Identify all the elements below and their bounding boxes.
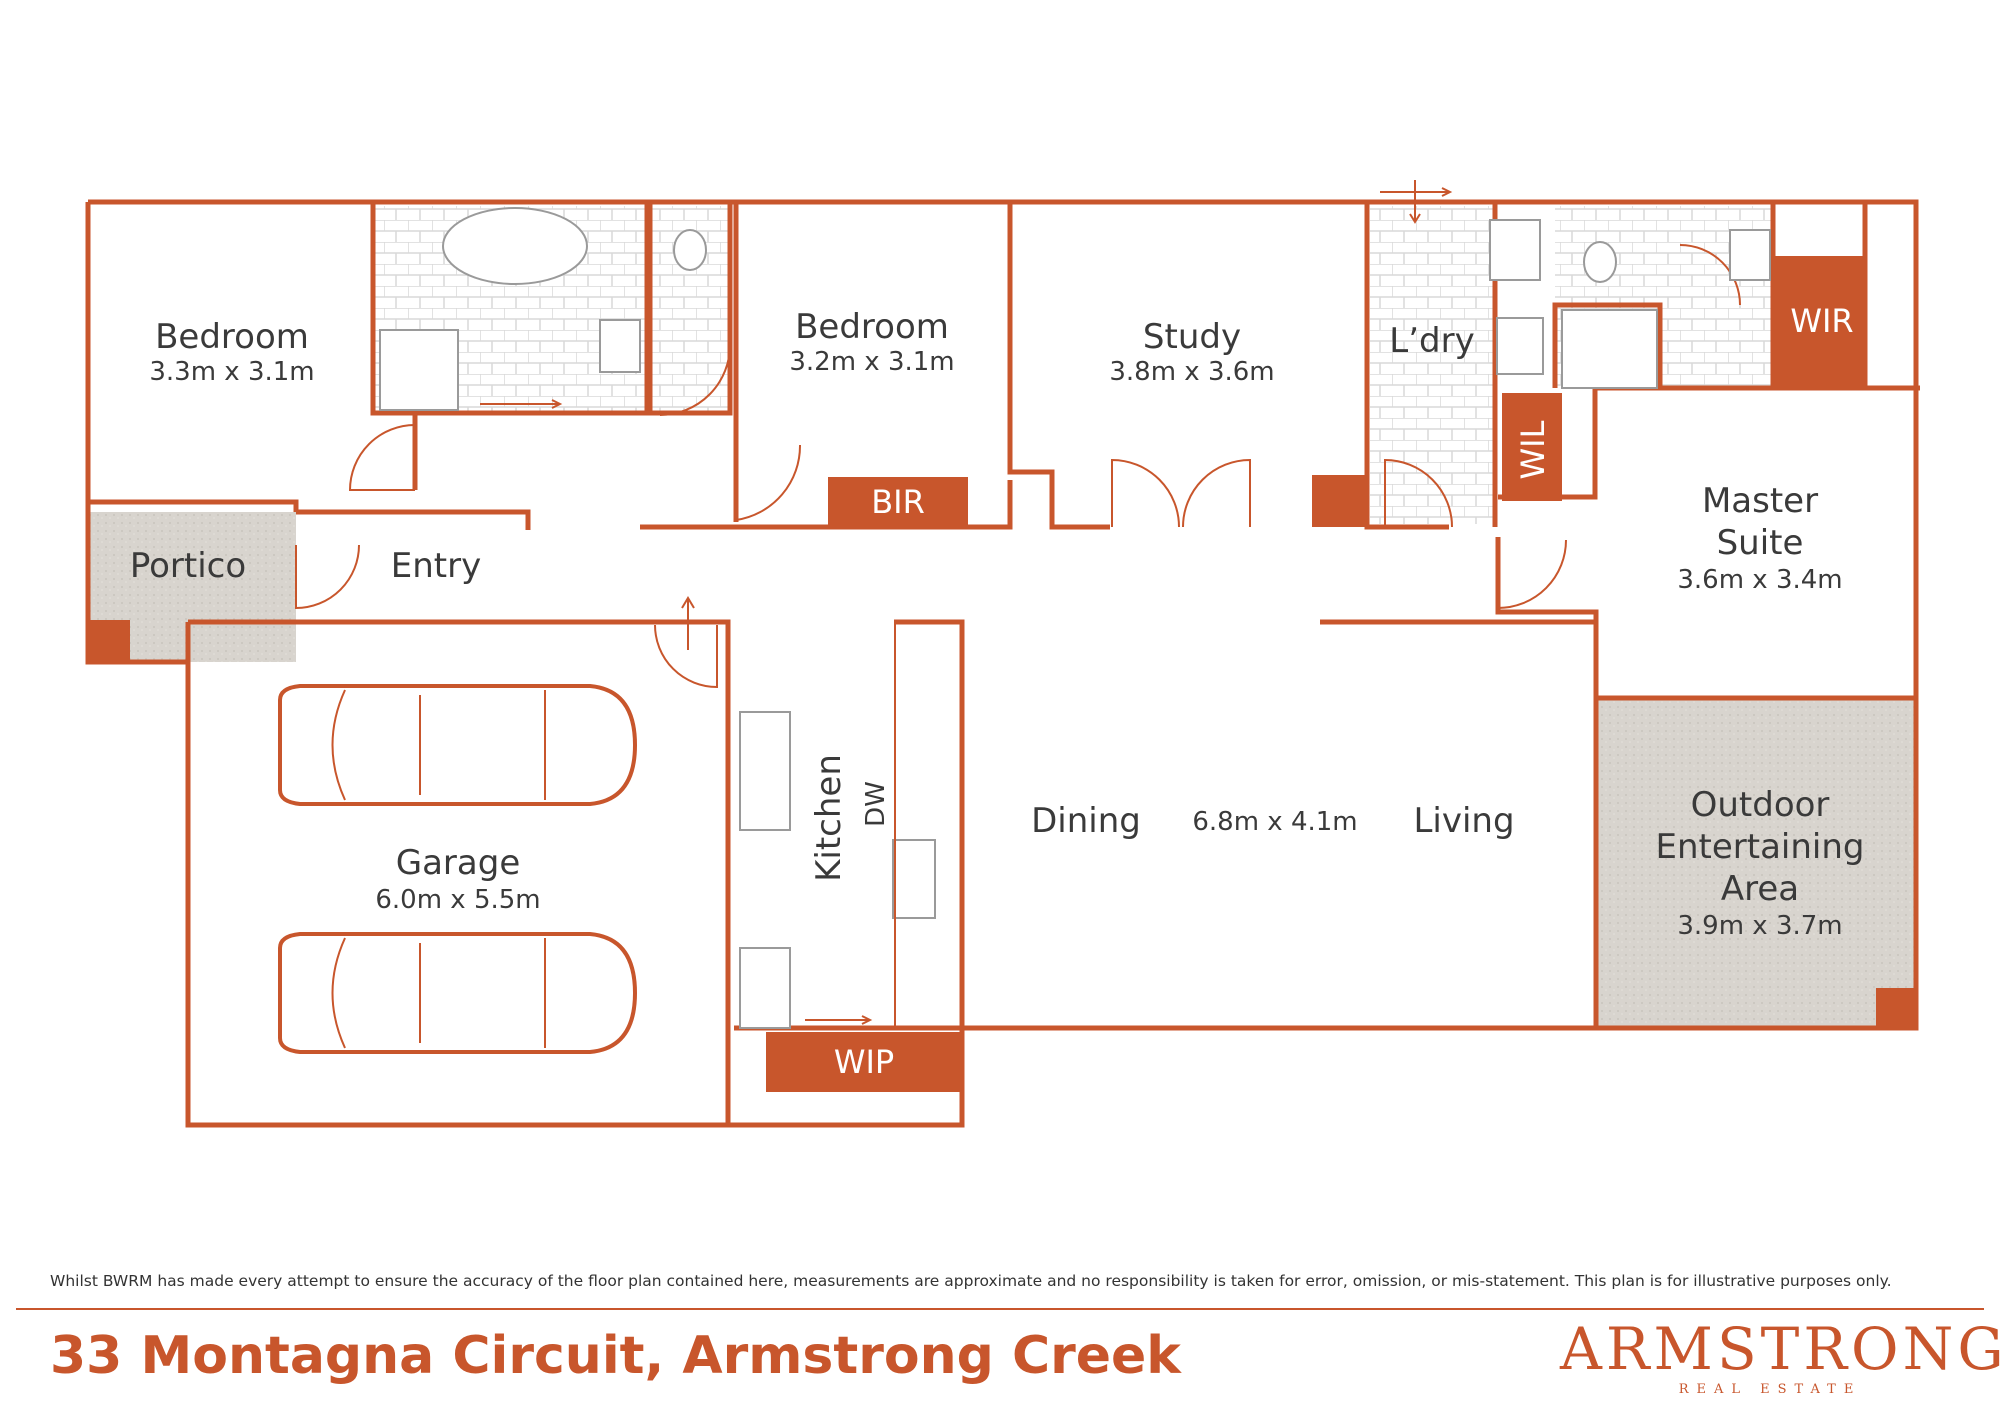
brand-subtitle: REAL ESTATE (1678, 1382, 1862, 1397)
floor-plan: Bedroom 3.3m x 3.1m Bedroom 3.2m x 3.1m … (85, 180, 1920, 1128)
doors (295, 244, 1741, 689)
windows (87, 201, 1720, 1060)
master-label-line2: Suite (1717, 523, 1804, 563)
kitchen-label: Kitchen (809, 754, 849, 882)
dining-label: Dining (1031, 801, 1141, 841)
laundry-label: L’dry (1389, 321, 1474, 361)
brand-logo: ARMSTRONG REAL ESTATE (1560, 1315, 2000, 1397)
study-dims: 3.8m x 3.6m (1109, 357, 1274, 387)
wir-tag: WIR (1790, 302, 1853, 340)
wil-tag: WIL (1514, 420, 1552, 479)
tag-blocks (88, 256, 1916, 1092)
entry-label: Entry (391, 546, 481, 586)
portico-label: Portico (130, 546, 246, 586)
bedroom1-dims: 3.3m x 3.1m (149, 357, 314, 387)
outdoor-label-line3: Area (1721, 869, 1799, 909)
outdoor-paving (1596, 700, 1916, 1028)
living-dining-dims: 6.8m x 4.1m (1192, 807, 1357, 837)
living-label: Living (1413, 801, 1514, 841)
laundry-tiles (1370, 206, 1495, 524)
fixtures (379, 207, 1771, 1029)
footer-divider (16, 1308, 1984, 1310)
bedroom2-dims: 3.2m x 3.1m (789, 347, 954, 377)
outdoor-dims: 3.9m x 3.7m (1677, 911, 1842, 941)
master-label-line1: Master (1702, 481, 1818, 521)
outdoor-label-line1: Outdoor (1691, 785, 1830, 825)
wip-tag: WIP (834, 1043, 894, 1081)
garage-label: Garage (396, 843, 521, 883)
car-bottom (278, 932, 638, 1054)
bir-tag: BIR (871, 483, 925, 521)
car-top (278, 684, 638, 806)
slide-arrows (480, 180, 1453, 1025)
property-address: 33 Montagna Circuit, Armstrong Creek (50, 1326, 1181, 1386)
brand-name: ARMSTRONG (1560, 1315, 2000, 1383)
bedroom2-label: Bedroom (795, 307, 949, 347)
bedroom1-label: Bedroom (155, 317, 309, 357)
outdoor-label-line2: Entertaining (1656, 827, 1865, 867)
dw-label: DW (861, 781, 891, 827)
study-label: Study (1143, 317, 1241, 357)
master-dims: 3.6m x 3.4m (1677, 565, 1842, 595)
garage-dims: 6.0m x 5.5m (375, 885, 540, 915)
disclaimer-text: Whilst BWRM has made every attempt to en… (50, 1272, 1892, 1290)
